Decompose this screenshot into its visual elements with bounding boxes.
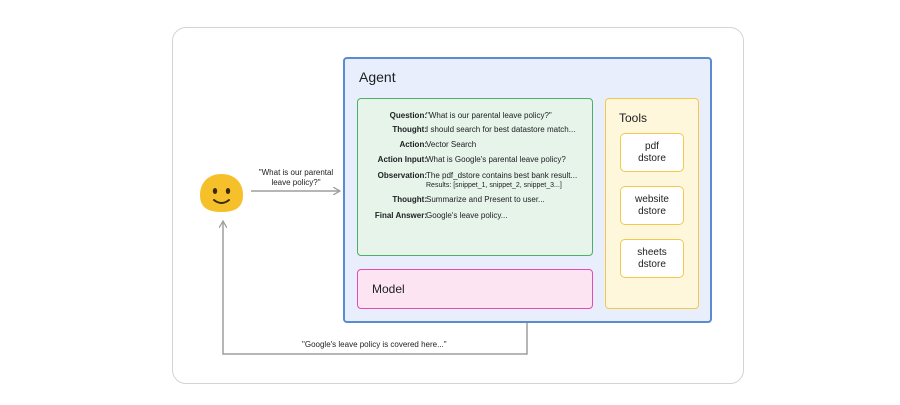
trace-key: Question:	[389, 111, 427, 120]
store-line2: dstore	[638, 152, 666, 164]
store-line1: website	[635, 193, 669, 205]
trace-value: What is Google's parental leave policy?	[426, 155, 566, 164]
answer-arrow	[223, 222, 528, 355]
question-label: "What is our parental leave policy?"	[258, 168, 334, 187]
trace-value: I should search for best datastore match…	[426, 125, 576, 134]
trace-key: Action:	[399, 140, 427, 149]
trace-value: The pdf_dstore contains best bank result…	[426, 171, 578, 180]
store-line1: sheets	[637, 246, 667, 258]
trace-row: Question: "What is our parental leave po…	[358, 110, 594, 122]
trace-value: Google's leave policy...	[426, 211, 508, 220]
trace-value-results: Results: [snippet_1, snippet_2, snippet_…	[426, 182, 562, 189]
model-box: Model	[357, 269, 593, 309]
trace-value: Summarize and Present to user...	[426, 195, 545, 204]
react-trace-box: Question: "What is our parental leave po…	[357, 98, 593, 256]
store-line1: pdf	[645, 140, 659, 152]
trace-row: Action: Vector Search	[358, 139, 594, 151]
trace-row: Action Input: What is Google's parental …	[358, 154, 594, 166]
trace-value: "What is our parental leave policy?"	[426, 111, 552, 120]
trace-key: Thought:	[392, 125, 427, 134]
model-label: Model	[372, 282, 405, 296]
answer-label: "Google's leave policy is covered here..…	[302, 340, 447, 349]
trace-row: Final Answer: Google's leave policy...	[358, 210, 594, 222]
trace-row: Observation: The pdf_dstore contains bes…	[358, 170, 594, 189]
store-line2: dstore	[638, 205, 666, 217]
trace-key: Action Input:	[377, 155, 427, 164]
agent-title: Agent	[359, 69, 396, 85]
trace-row: Thought: I should search for best datast…	[358, 124, 594, 136]
trace-key: Thought:	[392, 195, 427, 204]
smiley-face-icon	[200, 174, 243, 212]
trace-value: Vector Search	[426, 140, 477, 149]
trace-row: Thought: Summarize and Present to user..…	[358, 194, 594, 206]
trace-key: Final Answer:	[374, 211, 427, 220]
tools-title: Tools	[619, 111, 648, 125]
trace-key: Observation:	[377, 171, 427, 180]
store-line2: dstore	[638, 258, 666, 270]
